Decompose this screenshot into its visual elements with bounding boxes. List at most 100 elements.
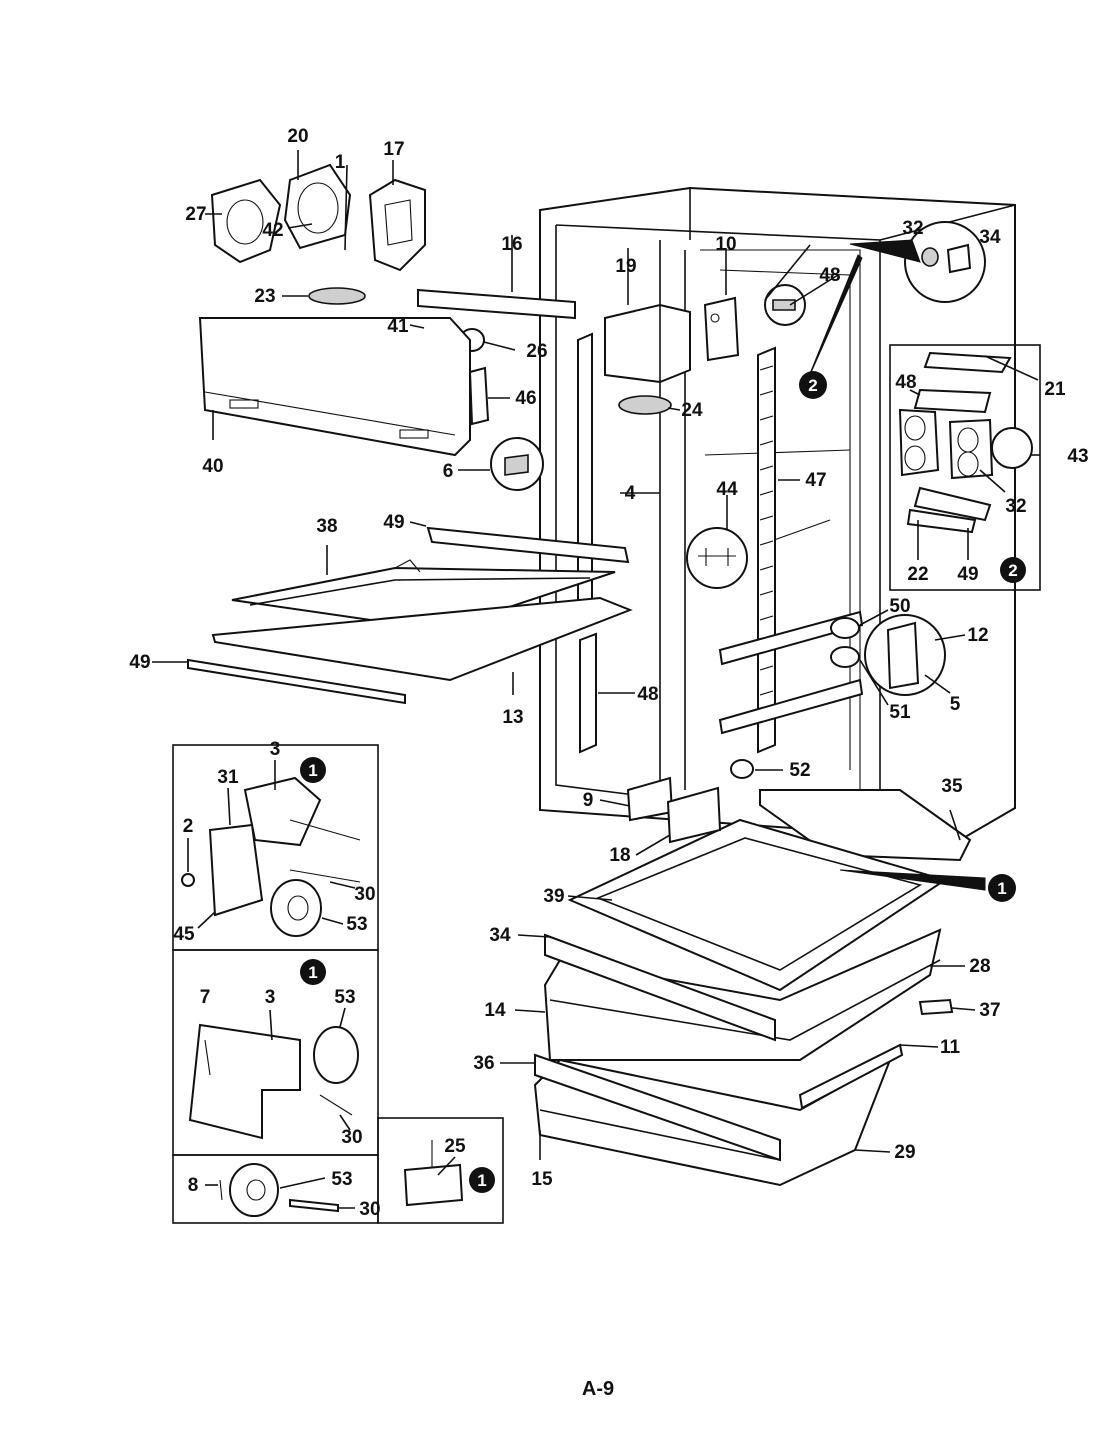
cabinet-shelf-brackets <box>718 610 864 735</box>
callout-54: 52 <box>789 760 810 781</box>
svg-text:2: 2 <box>808 376 817 395</box>
knob-disc <box>618 395 672 415</box>
fan-blade-disc <box>308 287 366 305</box>
hinge-pins <box>730 617 860 779</box>
fan-motor-housing <box>283 163 352 250</box>
callout-53-bottom: 51 <box>889 702 911 723</box>
page-number: A-9 <box>582 1378 614 1400</box>
callout-19: 19 <box>615 256 636 277</box>
callout-32: 31 <box>217 767 239 788</box>
callout-18: 18 <box>609 845 630 866</box>
callout-31: 30 <box>359 1199 380 1220</box>
callout-38: 37 <box>979 1000 1000 1021</box>
callout-37: 36 <box>473 1053 494 1074</box>
detail-circle-50 <box>764 284 806 326</box>
callout-22: 22 <box>907 564 928 585</box>
callout-30-inset1: 30 <box>354 884 375 905</box>
ref-badge-2-cabinet: 2 <box>799 371 827 399</box>
callout-15: 15 <box>531 1169 553 1190</box>
callout-7: 7 <box>200 987 211 1008</box>
ref-badge-1-inset2: 1 <box>300 959 326 985</box>
callout-48-rail: 47 <box>805 470 826 491</box>
thermostat-knob <box>468 366 490 426</box>
callout-20: 20 <box>287 126 308 147</box>
callout-51: 49 <box>129 652 150 673</box>
callout-53-top: 50 <box>889 596 910 617</box>
callout-10: 10 <box>715 234 736 255</box>
detail-circle-6 <box>490 437 544 491</box>
callout-13: 13 <box>502 707 523 728</box>
callout-2: 2 <box>183 816 194 837</box>
callout-43: 42 <box>262 220 283 241</box>
callout-42: 41 <box>387 316 409 337</box>
callout-26: 26 <box>526 341 547 362</box>
callout-11: 11 <box>940 1037 961 1058</box>
callout-30-inset2: 30 <box>341 1127 362 1148</box>
callout-17: 17 <box>383 139 404 160</box>
callout-4: 4 <box>625 483 636 504</box>
svg-text:2: 2 <box>1008 561 1017 580</box>
callout-49-top: 48 <box>895 372 916 393</box>
crisper-pan-lower <box>533 1053 892 1187</box>
callout-1: 1 <box>335 152 346 173</box>
switch-bracket <box>703 296 740 362</box>
ref-badge-1-inset4: 1 <box>469 1167 495 1193</box>
callout-3-inset2: 3 <box>265 987 276 1008</box>
callout-52: 49 <box>383 512 404 533</box>
control-panel <box>198 317 471 457</box>
callout-56-inset3: 53 <box>331 1169 352 1190</box>
callout-39: 38 <box>316 516 337 537</box>
ref-badge-1-inset1: 1 <box>300 757 326 783</box>
detail-circle-34-55 <box>849 221 986 303</box>
callout-56-inset2: 53 <box>334 987 355 1008</box>
callout-55: 34 <box>979 227 1001 248</box>
crisper-pan-upper <box>543 928 942 1061</box>
callout-3-inset1: 3 <box>270 739 281 760</box>
control-housing <box>604 303 691 384</box>
callout-25: 25 <box>444 1136 466 1157</box>
callout-56-inset1: 53 <box>346 914 367 935</box>
callout-12: 12 <box>967 625 988 646</box>
callout-6: 6 <box>443 461 454 482</box>
callout-29: 29 <box>894 1142 915 1163</box>
callout-9: 9 <box>583 790 594 811</box>
light-bar <box>417 288 576 320</box>
cabinet-bottom-brackets <box>626 776 722 844</box>
leader-lines <box>152 150 1040 1209</box>
callout-21: 21 <box>1044 379 1066 400</box>
callout-47: 46 <box>515 388 536 409</box>
callout-36: 35 <box>941 776 963 797</box>
callout-44: 43 <box>1067 446 1088 467</box>
slide-rail <box>798 998 954 1110</box>
callout-50: 48 <box>819 265 840 286</box>
callout-28: 28 <box>969 956 990 977</box>
door-detail-box <box>889 344 1041 591</box>
callout-41: 40 <box>202 456 223 477</box>
fan-shroud <box>210 178 282 264</box>
inset-box-4 <box>377 1117 504 1224</box>
svg-text:1: 1 <box>308 963 317 982</box>
callout-labels: 1 17 20 27 42 23 16 19 10 41 26 46 40 6 … <box>129 126 1088 1220</box>
callout-14: 14 <box>484 1000 506 1021</box>
thick-leader-wedges <box>804 254 986 891</box>
callout-40: 39 <box>543 886 564 907</box>
svg-text:1: 1 <box>997 879 1006 898</box>
callout-33: 32 <box>1005 496 1026 517</box>
ref-badge-2-detailbox: 2 <box>1000 557 1026 583</box>
glass-shelf-assembly <box>187 526 633 705</box>
callout-27: 27 <box>185 204 206 225</box>
callout-5: 5 <box>950 694 961 715</box>
callout-8: 8 <box>188 1175 199 1196</box>
callout-16: 16 <box>501 234 522 255</box>
callout-46: 45 <box>173 924 195 945</box>
svg-text:1: 1 <box>477 1171 486 1190</box>
shelf-support-rail <box>757 346 776 754</box>
callout-49-bottom: 49 <box>957 564 978 585</box>
svg-text:1: 1 <box>308 761 317 780</box>
callout-48-left: 48 <box>637 684 658 705</box>
evaporator-cover <box>368 178 426 272</box>
inset-box-1 <box>172 744 379 951</box>
detail-circle-12 <box>864 614 946 696</box>
callout-35: 34 <box>489 925 511 946</box>
